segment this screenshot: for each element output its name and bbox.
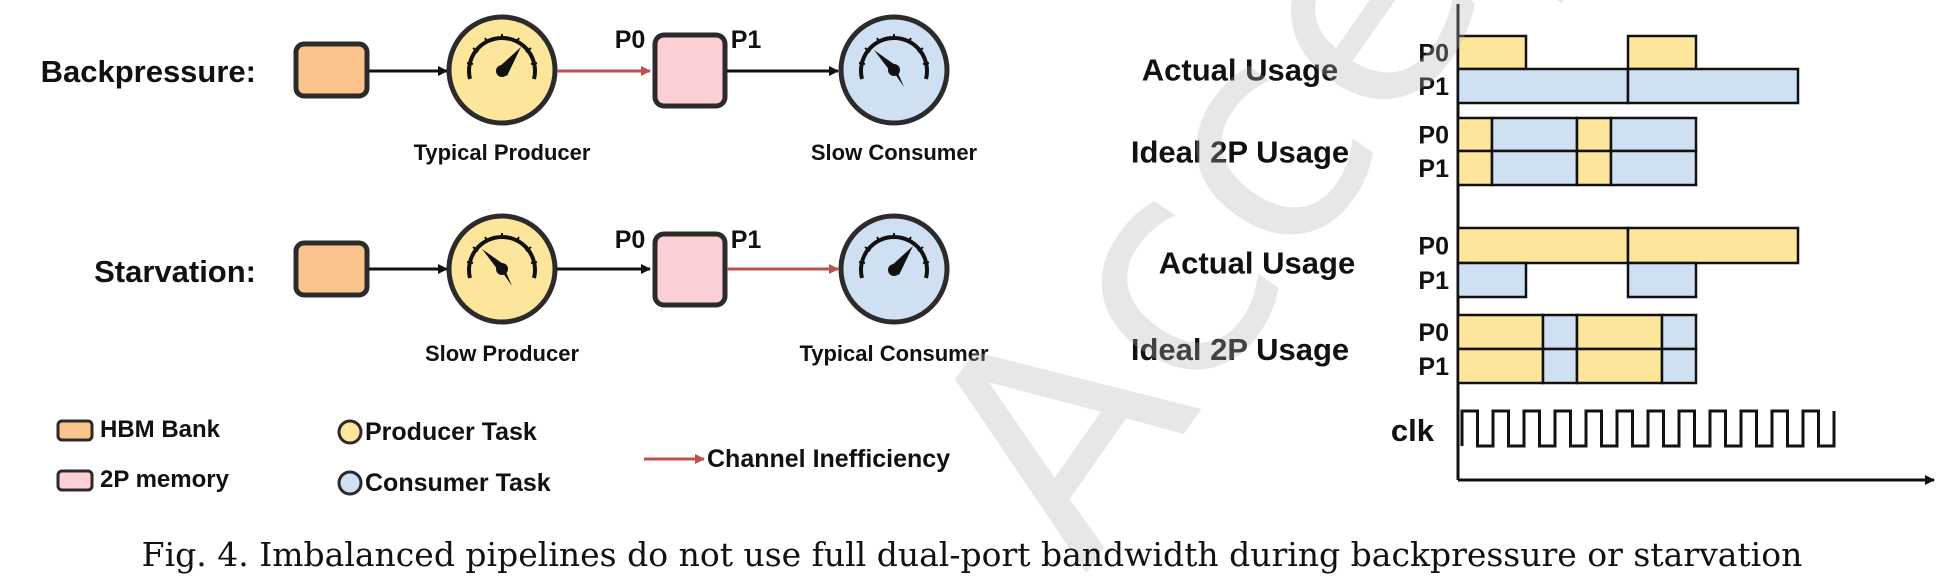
2p-memory-box bbox=[652, 32, 728, 109]
usage-segment bbox=[1456, 261, 1528, 299]
2p-memory-box bbox=[652, 231, 728, 308]
usage-segment bbox=[1660, 313, 1698, 351]
clk-label: clk bbox=[1391, 413, 1435, 448]
usage-segment bbox=[1575, 347, 1664, 385]
usage-segment bbox=[1626, 226, 1800, 265]
usage-group-label: Ideal 2P Usage bbox=[1131, 135, 1349, 170]
legend-producer-label: Producer Task bbox=[365, 418, 537, 446]
backpressure-port-p1: P1 bbox=[731, 26, 762, 54]
usage-port-label: P1 bbox=[1418, 155, 1449, 183]
starvation-port-p1: P1 bbox=[731, 226, 762, 254]
legend-consumer-swatch bbox=[337, 470, 363, 496]
clock-waveform bbox=[1460, 409, 1836, 448]
legend-hbm-swatch bbox=[56, 419, 94, 442]
backpressure-port-p0: P0 bbox=[615, 26, 646, 54]
usage-port-label: P0 bbox=[1418, 319, 1449, 347]
usage-segment bbox=[1626, 67, 1800, 105]
usage-segment bbox=[1490, 149, 1579, 187]
legend-2p-memory-label: 2P memory bbox=[100, 466, 230, 493]
legend: HBM Bank 2P memory Producer Task Consume… bbox=[56, 416, 950, 497]
legend-producer-swatch bbox=[337, 419, 363, 445]
producer-gauge-icon bbox=[446, 14, 558, 126]
starvation-pipeline: Starvation: P0 P1 bbox=[94, 213, 989, 366]
usage-segment bbox=[1626, 34, 1698, 71]
usage-port-label: P0 bbox=[1418, 40, 1449, 68]
starvation-row-label: Starvation: bbox=[94, 254, 256, 289]
usage-port-label: P0 bbox=[1418, 122, 1449, 150]
legend-consumer-label: Consumer Task bbox=[365, 469, 551, 497]
backpressure-pipeline: Backpressure: P0 P1 bbox=[41, 14, 978, 165]
usage-group-label: Ideal 2P Usage bbox=[1131, 332, 1349, 367]
figure-caption: Fig. 4. Imbalanced pipelines do not use … bbox=[142, 535, 1803, 574]
usage-segment bbox=[1575, 116, 1613, 153]
typical-producer-label: Typical Producer bbox=[414, 140, 591, 165]
usage-group-label: Actual Usage bbox=[1159, 246, 1355, 281]
usage-segment bbox=[1609, 116, 1698, 153]
usage-port-label: P0 bbox=[1418, 233, 1449, 261]
legend-hbm-label: HBM Bank bbox=[100, 416, 221, 443]
usage-port-label: P1 bbox=[1418, 73, 1449, 101]
usage-segment bbox=[1541, 313, 1579, 351]
usage-group-label: Actual Usage bbox=[1142, 53, 1338, 88]
usage-segment bbox=[1456, 226, 1630, 265]
usage-segment bbox=[1609, 149, 1698, 187]
usage-segment bbox=[1541, 347, 1579, 385]
legend-2p-memory-swatch bbox=[56, 469, 94, 492]
usage-segment bbox=[1575, 149, 1613, 187]
producer-gauge-icon bbox=[446, 213, 558, 325]
usage-segment bbox=[1490, 116, 1579, 153]
slow-consumer-label: Slow Consumer bbox=[811, 140, 978, 165]
usage-segment bbox=[1575, 313, 1664, 351]
typical-consumer-label: Typical Consumer bbox=[799, 341, 989, 366]
hbm-bank-box bbox=[293, 41, 370, 99]
usage-segment bbox=[1456, 313, 1545, 351]
usage-segment bbox=[1626, 261, 1698, 299]
usage-port-label: P1 bbox=[1418, 267, 1449, 295]
usage-port-label: P1 bbox=[1418, 353, 1449, 381]
starvation-port-p0: P0 bbox=[615, 226, 646, 254]
usage-segment bbox=[1660, 347, 1698, 385]
legend-inefficiency-label: Channel Inefficiency bbox=[707, 445, 950, 473]
backpressure-row-label: Backpressure: bbox=[41, 54, 256, 89]
slow-producer-label: Slow Producer bbox=[425, 341, 579, 366]
usage-segment bbox=[1456, 347, 1545, 385]
hbm-bank-box bbox=[293, 240, 370, 298]
consumer-gauge-icon bbox=[838, 14, 950, 126]
consumer-gauge-icon bbox=[838, 213, 950, 325]
